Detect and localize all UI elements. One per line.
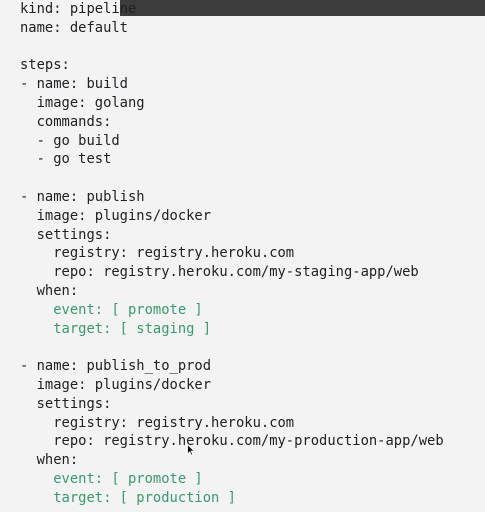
code-line: image: plugins/docker [20,207,212,224]
code-line: target: [ staging ] [20,320,212,337]
window-top-bar [120,0,485,16]
mouse-pointer-icon [187,444,195,456]
code-line: target: [ production ] [20,489,236,506]
code-line: - go test [20,151,112,168]
code-line: image: plugins/docker [20,377,212,393]
code-line: kind: pipeline [20,1,137,17]
code-line: commands: [20,113,112,130]
code-line: - name: build [20,76,128,93]
code-line: - name: publish [20,189,145,205]
code-line: settings: [20,395,112,412]
code-line: settings: [20,226,112,243]
code-line: - name: publish_to_prod [20,358,212,375]
code-line: repo: registry.heroku.com/my-production-… [20,433,444,450]
code-line: when: [20,283,79,299]
code-line: name: default [20,19,128,36]
code-line: repo: registry.heroku.com/my-staging-app… [20,264,419,281]
code-line: steps: [20,57,70,74]
code-line: - go build [20,132,120,149]
code-line: registry: registry.heroku.com [20,245,295,262]
code-line: registry: registry.heroku.com [20,414,295,431]
code-line: image: golang [20,95,145,111]
code-line: when: [20,452,79,469]
code-line: event: [ promote ] [20,301,203,318]
code-line: event: [ promote ] [20,471,203,487]
